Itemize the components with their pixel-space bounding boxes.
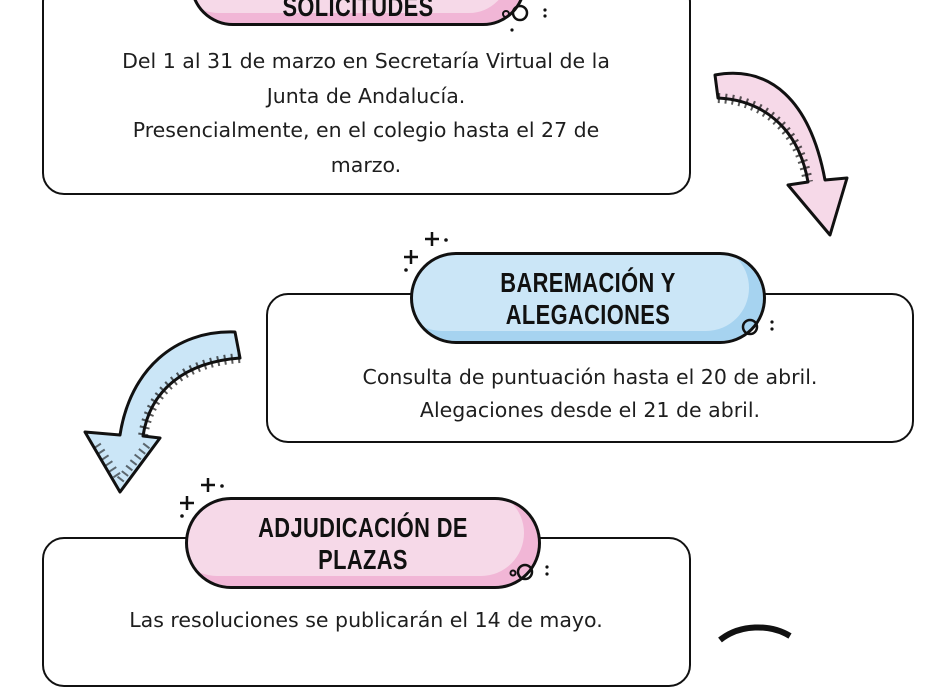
step-1-text: Del 1 al 31 de marzo en Secretaría Virtu… <box>60 44 672 182</box>
step-1-line: Presencialmente, en el colegio hasta el … <box>132 118 600 142</box>
step-3-text: Las resoluciones se publicarán el 14 de … <box>56 603 676 638</box>
sparkle-icon <box>180 478 224 518</box>
step-3-title-line-2: PLAZAS <box>318 544 408 575</box>
step-1-title-pill: SOLICITUDES <box>190 0 526 26</box>
bubble-dots-icon <box>741 318 774 336</box>
step-2-title-line-1: BAREMACIÓN Y <box>500 267 676 298</box>
sparkle-icon <box>404 232 448 272</box>
step-3-line: Las resoluciones se publicarán el 14 de … <box>129 608 603 632</box>
bubble-dots-icon <box>509 563 549 581</box>
step-1-title: SOLICITUDES <box>282 0 434 22</box>
step-2-line: Alegaciones desde el 21 de abril. <box>419 398 761 422</box>
curved-arrow-down-left-icon <box>83 330 242 494</box>
bubble-dots-icon <box>502 4 547 32</box>
step-3-title-line-1: ADJUDICACIÓN DE <box>258 512 468 543</box>
curved-arrow-down-right-icon <box>713 71 849 237</box>
step-1-line: Junta de Andalucía. <box>266 83 466 108</box>
step-2-title-pill: BAREMACIÓN Y ALEGACIONES <box>410 252 766 344</box>
step-1-line: marzo. <box>330 152 402 177</box>
step-1-card <box>42 0 691 195</box>
step-3-title-pill: ADJUDICACIÓN DE PLAZAS <box>185 497 541 589</box>
step-2-title-line-2: ALEGACIONES <box>505 299 671 330</box>
step-2-text: Consulta de puntuación hasta el 20 de ab… <box>280 361 900 427</box>
step-2-line: Consulta de puntuación hasta el 20 de ab… <box>362 365 818 389</box>
curved-arrow-partial-icon <box>718 624 792 643</box>
step-1-line: Del 1 al 31 de marzo en Secretaría Virtu… <box>122 49 610 73</box>
